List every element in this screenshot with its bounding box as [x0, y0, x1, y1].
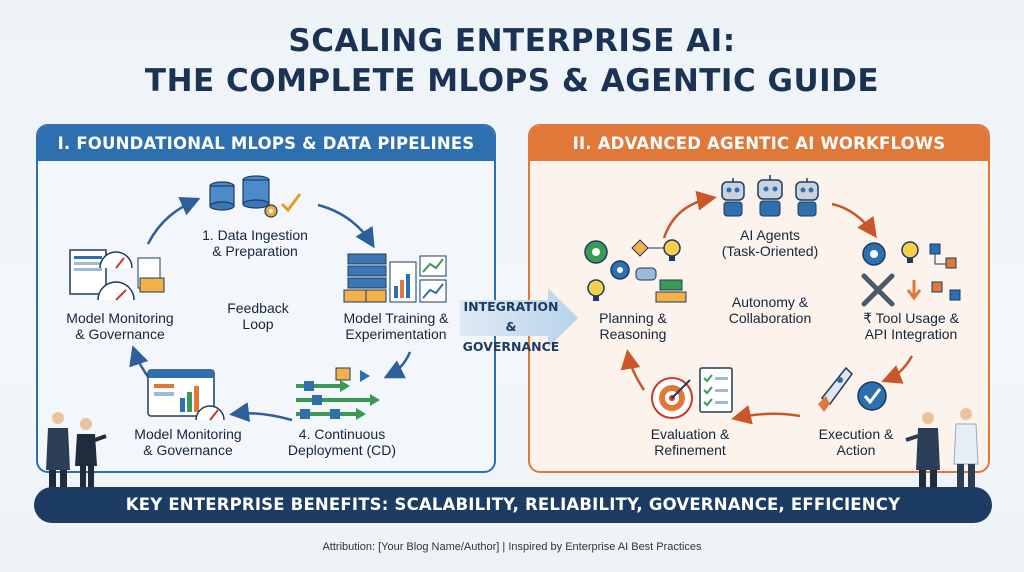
gear-icon: [610, 260, 630, 280]
flowchart-icon: [631, 239, 687, 303]
lightbulb-icon: [901, 241, 919, 263]
cycle-arrow: [229, 402, 293, 423]
autonomy-collaboration-label: Autonomy &Collaboration: [728, 294, 812, 326]
gauge-icon: [97, 251, 135, 301]
gear-icon: [264, 204, 278, 218]
attribution-text: Attribution: [Your Blog Name/Author] | I…: [322, 541, 702, 553]
step-model-training: Model Training &Experimentation: [343, 310, 449, 342]
robot-icon: [795, 178, 819, 217]
rocket-icon: [818, 366, 853, 412]
deployment-pipeline-icon: [296, 367, 380, 420]
cycle-arrow: [831, 202, 877, 239]
step-ai-agents: AI Agents(Task-Oriented): [721, 227, 819, 259]
cycle-arrow: [317, 203, 375, 249]
arrow-icon: [906, 280, 922, 301]
step-evaluation: Evaluation &Refinement: [650, 426, 730, 458]
wrench-icon: [861, 273, 895, 307]
businessperson-icon: [75, 418, 107, 504]
gear-icon: [857, 381, 887, 411]
checkmark-icon: [280, 193, 302, 213]
lightbulb-icon: [663, 239, 681, 261]
cycle-arrow: [620, 349, 646, 391]
step-model-monitoring-bottom: Model Monitoring& Governance: [134, 426, 242, 458]
cycle-arrow: [383, 351, 412, 379]
step-execution: Execution &Action: [818, 426, 894, 458]
dashboard-icon: [69, 249, 165, 295]
target-icon: [651, 377, 693, 419]
robot-icon: [721, 178, 745, 217]
page-title-line2: THE COMPLETE MLOPS & AGENTIC GUIDE: [144, 63, 880, 99]
step-model-monitoring-left: Model Monitoring& Governance: [66, 310, 174, 342]
cycle-arrow: [731, 404, 801, 425]
integration-governance-label: INTEGRATION &GOVERNANCE: [462, 299, 560, 354]
chart-icon: [389, 255, 447, 303]
dashboard-icon: [147, 369, 215, 417]
step-tool-usage: ₹ Tool Usage &API Integration: [863, 310, 959, 342]
gear-icon: [584, 240, 608, 264]
server-icon: [343, 253, 387, 303]
integration-arrow: [460, 288, 578, 348]
gauge-icon: [195, 405, 225, 421]
key-benefits-banner: KEY ENTERPRISE BENEFITS: SCALABILITY, RE…: [34, 487, 992, 523]
checklist-icon: [699, 367, 733, 413]
cycle-arrow: [881, 355, 914, 384]
cycle-arrow: [662, 190, 717, 239]
step-data-ingestion: 1. Data Ingestion& Preparation: [202, 227, 308, 259]
database-icon: [209, 175, 270, 211]
cycle-arrow: [146, 196, 201, 245]
flowchart-icon: [929, 243, 961, 301]
robot-icon: [757, 175, 783, 217]
gear-icon: [862, 242, 886, 266]
agentic-panel-header: II. ADVANCED AGENTIC AI WORKFLOWS: [530, 126, 988, 161]
businessperson-icon: [953, 408, 979, 504]
lightbulb-icon: [587, 279, 605, 301]
step-planning: Planning &Reasoning: [599, 310, 667, 342]
mlops-panel-header: I. FOUNDATIONAL MLOPS & DATA PIPELINES: [38, 126, 494, 161]
page-title-line1: SCALING ENTERPRISE AI:: [288, 23, 736, 59]
